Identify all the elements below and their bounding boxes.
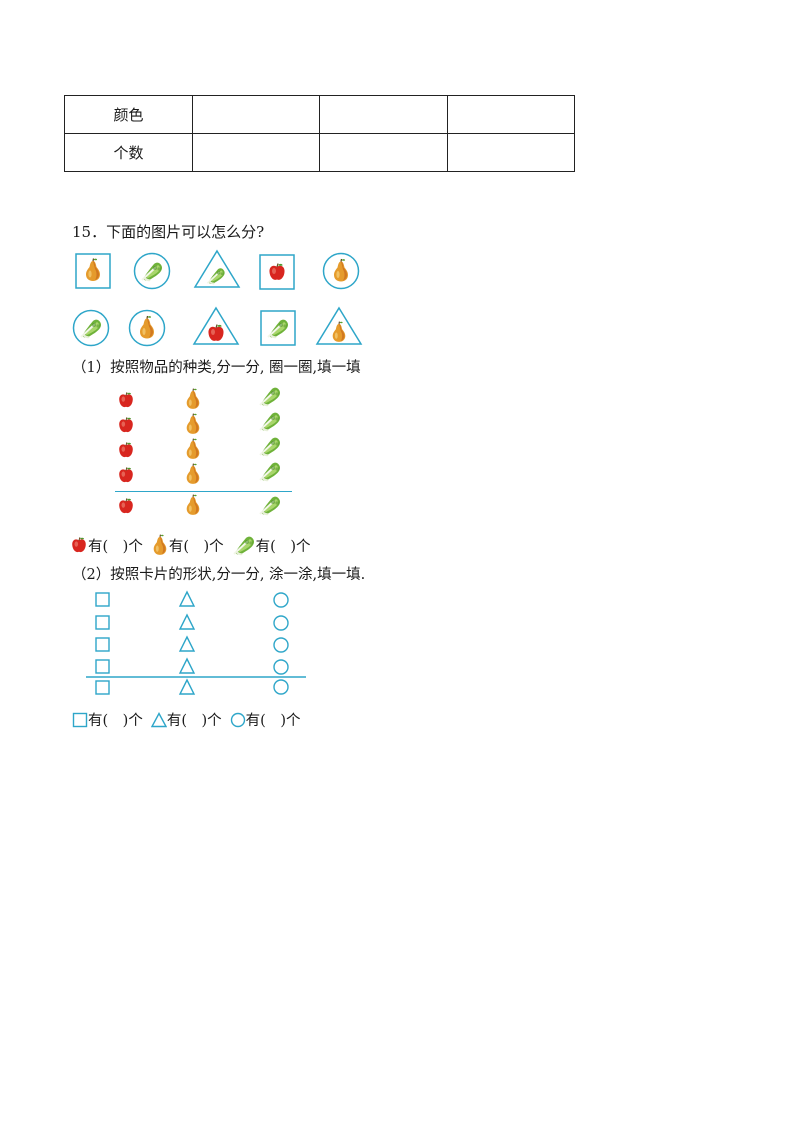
card-circle-pear [322,252,360,290]
pear-icon [184,462,202,486]
triangle-icon [178,657,196,674]
cabbage-icon [141,261,164,282]
card-circle-cabbage [72,309,110,347]
apple-icon [117,391,135,409]
question-title: 15．下面的图片可以怎么分? [72,223,265,241]
circle-icon [273,592,289,608]
cabbage-icon [258,494,282,516]
cabbage-icon [267,318,290,339]
card-square-apple [259,254,295,290]
triangle-answer-text[interactable]: 有( )个 [166,713,222,729]
answer-row-1: 有( )个 有( )个 有( )个 [70,533,310,557]
pear-icon [333,258,349,283]
card-circle-pear [128,309,166,347]
apple-icon [117,416,135,434]
table-cell[interactable] [191,95,321,134]
pear-icon [184,387,202,411]
card-square-cabbage [260,310,296,346]
circle-icon [273,679,289,695]
cabbage-icon [232,535,255,556]
cabbage-icon [206,267,226,285]
cabbage-icon [258,435,282,457]
pear-icon [332,321,346,343]
divider-line [115,491,292,492]
square-icon [95,637,110,652]
table-row-label: 个数 [64,133,193,172]
table-cell[interactable] [319,95,448,134]
table-row: 颜色 [64,95,576,134]
cabbage-icon [258,385,282,407]
card-triangle-apple [192,306,240,346]
triangle-icon [178,635,196,652]
shape-columns [86,590,306,695]
pear-icon [184,493,202,517]
circle-answer-text[interactable]: 有( )个 [245,713,301,729]
pear-icon [184,412,202,436]
triangle-icon [178,613,196,630]
apple-icon [117,441,135,459]
apple-icon [207,323,225,342]
part2-prompt: （2）按照卡片的形状,分一分, 涂一涂,填一填. [72,567,366,583]
table-cell[interactable] [319,133,448,172]
pear-answer-text[interactable]: 有( )个 [168,538,224,555]
apple-icon [268,262,286,281]
square-icon [95,592,110,607]
apple-icon [117,466,135,484]
table-cell[interactable] [191,133,321,172]
circle-icon [273,615,289,631]
pear-icon [184,437,202,461]
cabbage-answer-text[interactable]: 有( )个 [255,538,311,555]
circle-icon [273,637,289,653]
circle-icon [230,712,245,727]
answer-row-2: 有( )个 有( )个 有( )个 [72,709,300,730]
pear-icon [85,258,101,282]
card-triangle-pear [315,306,363,346]
table-row-label: 颜色 [64,95,193,134]
cabbage-icon [80,318,103,339]
cabbage-icon [258,460,282,482]
table-cell[interactable] [446,133,576,172]
card-triangle-cabbage [193,249,241,289]
circle-icon [273,659,289,675]
square-icon [72,712,88,727]
apple-icon [117,497,135,515]
square-answer-text[interactable]: 有( )个 [88,713,143,729]
part1-prompt: （1）按照物品的种类,分一分, 圈一圈,填一填 [72,360,361,376]
triangle-icon [178,678,196,695]
square-icon [95,659,110,674]
table-cell[interactable] [446,95,576,134]
card-square-pear [75,253,111,289]
pear-icon [152,534,167,556]
color-count-table: 颜色 个数 [64,95,576,172]
triangle-icon [178,590,196,607]
card-circle-cabbage [133,252,171,290]
cabbage-icon [258,410,282,432]
apple-icon [71,536,87,553]
square-icon [95,615,110,630]
table-row: 个数 [64,133,576,172]
square-icon [95,680,110,695]
apple-answer-text[interactable]: 有( )个 [88,538,143,555]
pear-icon [139,315,155,340]
triangle-icon [150,711,167,727]
